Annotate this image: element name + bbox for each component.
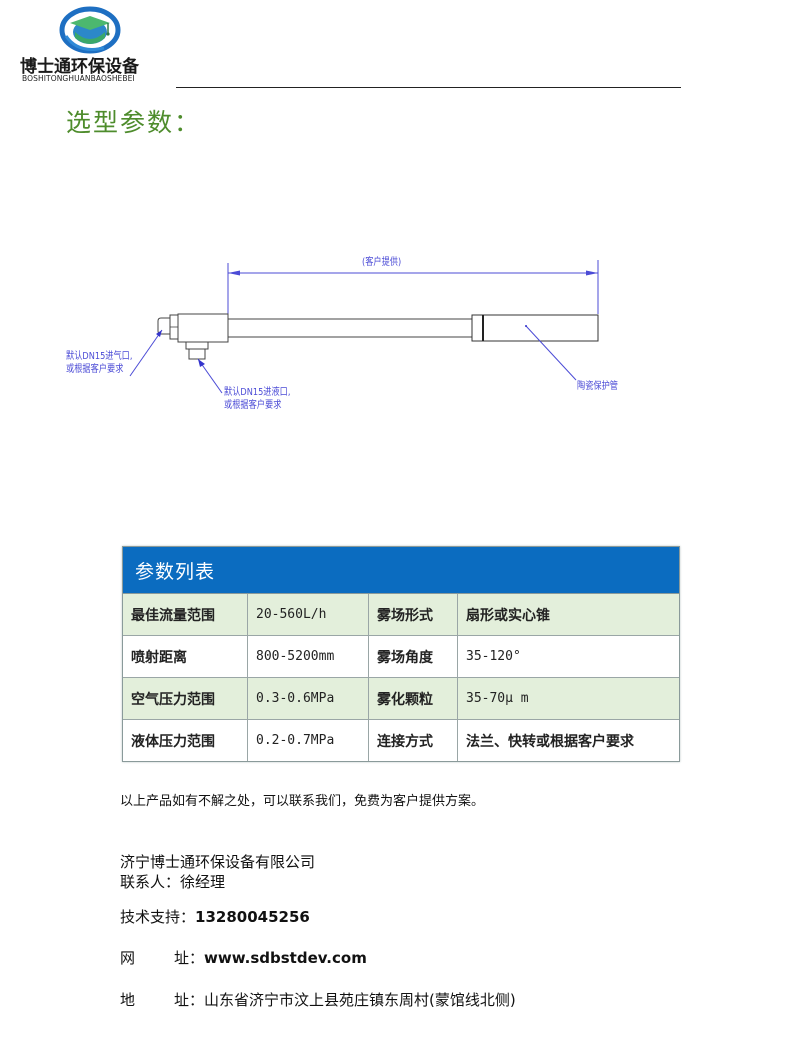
param-value: 35-120° [457, 636, 679, 677]
website-line: 网 址：www.sdbstdev.com [120, 947, 367, 968]
param-value: 扇形或实心锥 [457, 594, 679, 635]
parameter-table: 参数列表 最佳流量范围 20-560L/h 雾场形式 扇形或实心锥 喷射距离 8… [122, 546, 680, 762]
param-value: 20-560L/h [247, 594, 368, 635]
contact-note: 以上产品如有不解之处，可以联系我们，免费为客户提供方案。 [120, 794, 485, 809]
company-name: 济宁博士通环保设备有限公司 [120, 853, 316, 871]
tech-support-label: 技术支持： [120, 908, 196, 926]
logo-english-name: BOSHITONGHUANBAOSHEBEI [22, 74, 135, 83]
nozzle-drawing [129, 260, 599, 394]
table-title: 参数列表 [123, 547, 679, 594]
param-value: 35-70μ m [457, 678, 679, 719]
callout-text: 或根据客户要求 [66, 364, 124, 375]
address-value: 山东省济宁市汶上县苑庄镇东周村(蒙馆线北侧) [204, 991, 516, 1009]
param-label: 连接方式 [368, 720, 457, 761]
header-divider [176, 87, 681, 88]
param-label: 空气压力范围 [131, 691, 215, 708]
param-label: 雾场形式 [368, 594, 457, 635]
dimension-label: (客户提供) [362, 257, 402, 268]
param-value: 0.2-0.7MPa [247, 720, 368, 761]
param-value: 0.3-0.6MPa [247, 678, 368, 719]
company-info: 济宁博士通环保设备有限公司 联系人：徐经理 [120, 852, 315, 892]
param-value: 800-5200mm [247, 636, 368, 677]
table-row: 最佳流量范围 20-560L/h 雾场形式 扇形或实心锥 [123, 594, 679, 635]
param-label: 最佳流量范围 [131, 607, 215, 624]
table-row: 液体压力范围 0.2-0.7MPa 连接方式 法兰、快转或根据客户要求 [123, 719, 679, 761]
callout-text: 默认DN15进液口, [224, 387, 291, 398]
callout-text: 默认DN15进气口, [66, 351, 133, 362]
callout-text: 或根据客户要求 [224, 400, 282, 411]
website-label-b: 址： [174, 949, 205, 967]
section-title: 选型参数： [66, 108, 202, 137]
param-value: 法兰、快转或根据客户要求 [457, 720, 679, 761]
website-link[interactable]: www.sdbstdev.com [204, 949, 367, 967]
callout-liquid-inlet: 默认DN15进液口, 或根据客户要求 [224, 386, 305, 412]
address-line: 地 址：山东省济宁市汶上县苑庄镇东周村(蒙馆线北侧) [120, 989, 516, 1010]
graduation-cap-globe-icon [59, 6, 121, 54]
company-logo: 博士通环保设备 BOSHITONGHUANBAOSHEBEI [18, 6, 158, 86]
table-row: 空气压力范围 0.3-0.6MPa 雾化颗粒 35-70μ m [123, 677, 679, 719]
callout-air-inlet: 默认DN15进气口, 或根据客户要求 [66, 350, 147, 376]
website-label-a: 网 [120, 949, 136, 967]
logo-chinese-name: 博士通环保设备 [20, 57, 139, 77]
tech-support-phone[interactable]: 13280045256 [195, 908, 310, 926]
contact-person: 联系人：徐经理 [120, 873, 226, 891]
table-row: 喷射距离 800-5200mm 雾场角度 35-120° [123, 635, 679, 677]
callout-text: 陶瓷保护管 [577, 381, 618, 392]
tech-support-line: 技术支持：13280045256 [120, 906, 310, 927]
address-label-a: 地 [120, 991, 136, 1009]
param-label: 液体压力范围 [131, 733, 215, 750]
nozzle-diagram: (客户提供) 默认DN15进气口, 或根据客户要求 默认DN15进液口, 或根据… [0, 230, 800, 430]
param-label: 喷射距离 [131, 649, 187, 666]
param-label: 雾场角度 [368, 636, 457, 677]
table-body: 最佳流量范围 20-560L/h 雾场形式 扇形或实心锥 喷射距离 800-52… [123, 594, 679, 761]
address-label-b: 址： [174, 991, 205, 1009]
param-label: 雾化颗粒 [368, 678, 457, 719]
callout-ceramic-tube: 陶瓷保护管 [577, 380, 627, 393]
